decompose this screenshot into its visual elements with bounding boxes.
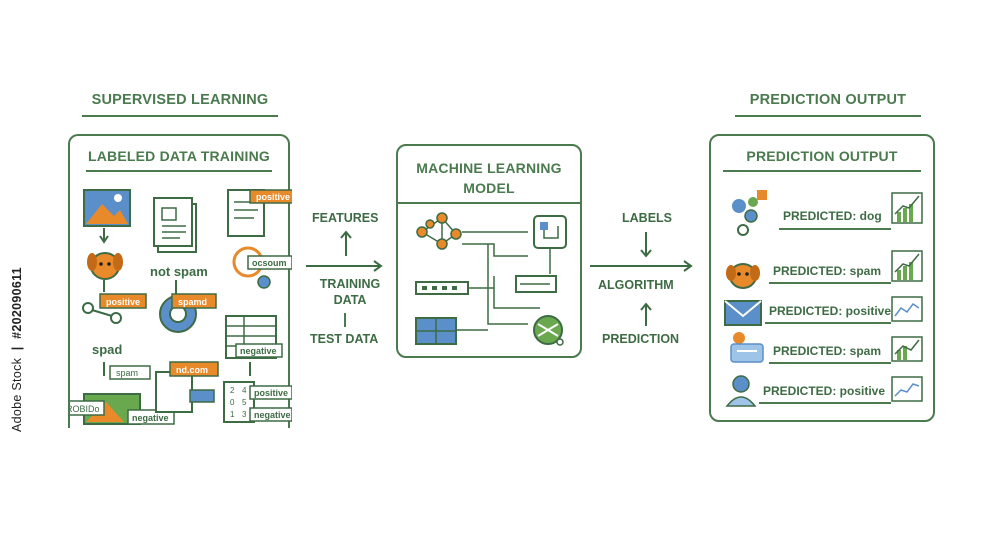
molecule-icon <box>732 190 767 236</box>
title-underline <box>723 170 921 172</box>
not-spam-label: not spam <box>150 264 208 279</box>
model-illustration <box>415 212 567 346</box>
training-label-line2: DATA <box>333 293 367 307</box>
chart-icon <box>891 192 923 224</box>
document-icon <box>153 197 197 253</box>
chat-gear-icon <box>730 332 764 363</box>
negative-tag-2: negative <box>240 346 277 356</box>
svg-text:4: 4 <box>242 386 247 395</box>
right-arrow-icon <box>306 260 383 272</box>
line-chart-icon <box>891 296 923 322</box>
ml-model-title: MACHINE LEARNING MODEL <box>398 158 580 198</box>
svg-text:5: 5 <box>242 398 247 407</box>
chart-icon <box>891 336 923 362</box>
svg-text:1: 1 <box>230 410 235 419</box>
training-illustration: positive spad spam ROBIDo negative not s… <box>70 189 292 425</box>
title-underline <box>86 170 272 172</box>
circuit-icon <box>533 215 567 249</box>
spam-tag-2: nd.com <box>176 365 208 375</box>
down-arrow-icon <box>640 232 652 258</box>
ml-model-panel: MACHINE LEARNING MODEL <box>396 144 582 358</box>
row-underline <box>765 322 891 324</box>
row-underline <box>769 282 891 284</box>
prediction-output-panel: PREDICTION OUTPUT PREDICTED: dog PREDICT… <box>709 134 935 422</box>
image-icon <box>83 189 131 227</box>
robido-tag: ROBIDo <box>70 404 100 414</box>
labeled-data-panel: LABELED DATA TRAINING positive spad spam <box>68 134 292 428</box>
ml-model-title-line1: MACHINE LEARNING <box>416 160 562 176</box>
labels-label: LABELS <box>622 211 672 225</box>
watermark-brand: Adobe Stock <box>10 357 24 432</box>
negative-tag: negative <box>132 413 169 423</box>
row-underline <box>779 228 891 230</box>
svg-text:0: 0 <box>230 398 235 407</box>
labeled-data-title: LABELED DATA TRAINING <box>87 148 271 164</box>
up-arrow-icon <box>340 230 352 256</box>
neural-network-icon <box>416 212 462 250</box>
user-icon <box>725 375 757 407</box>
prediction-panel-title: PREDICTION OUTPUT <box>746 148 898 164</box>
envelope-icon <box>724 300 762 326</box>
training-label-line1: TRAINING <box>319 277 381 291</box>
spamd-tag: spamd <box>178 297 207 307</box>
data-bar-icon <box>415 281 469 295</box>
title-divider <box>398 202 580 204</box>
spam-tag: spam <box>116 368 138 378</box>
algorithm-label: ALGORITHM <box>598 278 674 292</box>
prediction-row-3-label: PREDICTED: positive <box>769 304 892 318</box>
spad-label: spad <box>92 342 122 357</box>
positive-tag-2: positive <box>256 192 290 202</box>
globe-icon <box>533 315 564 346</box>
line-chart-icon <box>891 376 923 402</box>
row-underline <box>759 402 891 404</box>
prediction-row-4-label: PREDICTED: spam <box>773 344 882 358</box>
svg-text:2: 2 <box>230 386 235 395</box>
row-underline <box>769 362 891 364</box>
connector-line <box>344 313 346 327</box>
prediction-row-5-label: PREDICTED: positive <box>763 384 886 398</box>
watermark-id: #202090611 <box>10 267 24 339</box>
prediction-label: PREDICTION <box>602 332 680 346</box>
training-data-label: TRAINING DATA <box>318 276 382 308</box>
dog-icon <box>87 252 123 280</box>
up-arrow-icon <box>640 302 652 326</box>
chart-icon <box>891 250 923 282</box>
prediction-output-heading: PREDICTION OUTPUT <box>749 92 907 108</box>
grid-blocks-icon <box>415 317 457 345</box>
heading-underline <box>82 115 278 117</box>
prediction-row-1-label: PREDICTED: dog <box>783 209 882 223</box>
supervised-learning-heading: SUPERVISED LEARNING <box>91 92 269 108</box>
features-label: FEATURES <box>312 211 379 225</box>
test-data-label: TEST DATA <box>310 332 379 346</box>
prediction-row-2-label: PREDICTED: spam <box>773 264 882 278</box>
positive-tag: positive <box>106 297 140 307</box>
heading-underline <box>735 115 921 117</box>
stock-watermark: Adobe Stock | #202090611 <box>10 267 24 432</box>
ml-model-title-line2: MODEL <box>463 180 515 196</box>
dog-icon <box>726 263 760 289</box>
ocsoum-tag: ocsoum <box>252 258 287 268</box>
negative-tag-3: negative <box>254 410 291 420</box>
right-arrow-icon <box>590 260 693 272</box>
positive-tag-3: positive <box>254 388 288 398</box>
svg-text:3: 3 <box>242 410 247 419</box>
